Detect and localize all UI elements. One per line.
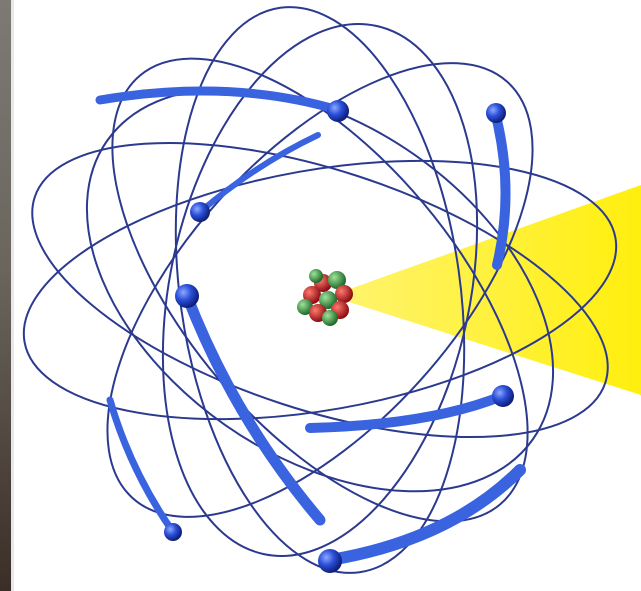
nucleus-icon — [297, 269, 353, 326]
electron-trail — [187, 296, 320, 520]
electron-trail — [310, 396, 502, 428]
electron-trail — [110, 400, 173, 532]
electron-icon — [190, 202, 210, 222]
electron-icon — [318, 549, 342, 573]
electron-trail — [330, 470, 520, 560]
electron-trail — [495, 112, 506, 265]
electron-icon — [327, 100, 349, 122]
electron-icon — [486, 103, 506, 123]
electron-icon — [175, 284, 199, 308]
electron-trail — [100, 91, 338, 110]
electron-icon — [492, 385, 514, 407]
electron-icon — [164, 523, 182, 541]
